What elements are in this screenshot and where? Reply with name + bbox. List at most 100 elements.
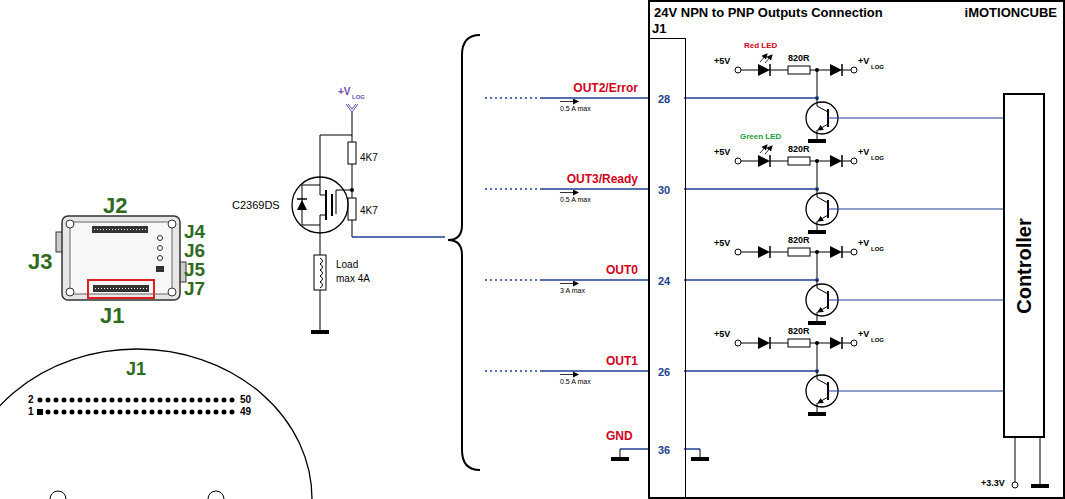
drive-board-illustration-part [158,246,163,251]
mosfet-circuit-part [320,215,326,255]
part-number: C2369DS [232,199,280,211]
pin-number: 49 [240,406,251,417]
mosfet-circuit-part [320,135,321,195]
output-channels [485,54,1003,414]
connector-name: J3 [28,250,52,274]
signal-name: OUT1 [606,355,638,368]
ground-pin-wiring-part [684,448,700,450]
pin-number: 36 [658,444,670,456]
connector-name: J5 [184,260,205,281]
load-rating: max 4A [336,273,370,284]
supply-name: +V [858,57,869,67]
mosfet-circuit-part [320,258,323,288]
supply-name: +V [858,330,869,340]
pin-number: 28 [658,93,670,105]
connector-name: J6 [184,241,205,262]
supply-name: +5V [714,148,730,158]
resistor-value: 820R [788,236,810,246]
mosfet-circuit-part [311,330,329,334]
connector-pinout-view-part [40,398,236,403]
mosfet-circuit-part [352,164,353,198]
resistor-value: 4K7 [360,205,378,216]
pin-number: 30 [658,184,670,196]
connector-name: J1 [652,22,666,36]
supply-subscript: LOG [871,64,884,71]
drive-board-illustration-part [156,266,164,272]
current-rating: 3 A max [560,287,585,295]
mosfet-circuit [292,104,445,332]
drive-board-illustration-part [168,220,176,228]
output-channels-part [485,337,1003,414]
current-rating: 0.5 A max [560,196,591,204]
pin-number: 1 [28,406,34,417]
supply-subscript: LOG [871,337,884,344]
connector-name: J4 [184,222,205,243]
pin-number: 50 [240,394,251,405]
ground-pin-wiring-part [611,457,629,461]
drive-board-illustration-part [92,226,148,233]
connector-name: J2 [103,194,127,218]
controller-supply-part [1015,436,1016,482]
mosfet-circuit-part [352,112,353,142]
supply-name: +V [858,148,869,158]
pin-number: 24 [658,275,670,287]
controller-supply-part [1012,482,1018,488]
connector-pinout-view-part [50,491,224,499]
ground-pin-wiring-part [620,448,648,450]
mosfet-circuit-part [320,195,326,196]
output-channels-part [485,64,1003,141]
controller-box: Controller [1003,93,1045,438]
drive-board-illustration-part [66,220,74,228]
supply-name: +V [858,239,869,249]
mosfet-circuit-part [352,220,353,237]
drive-housing: 24V NPN to PNP Outputs ConnectioniMOTION… [648,0,1065,499]
mosfet-circuit-part [302,185,320,225]
mosfet-circuit-part [314,255,326,290]
supply-subscript: LOG [871,155,884,162]
load-label: Load [336,259,358,270]
ground-pin-wiring-part [620,449,621,458]
drive-board-illustration-part [158,236,163,241]
connector-name: J7 [184,279,205,300]
ground-pin-wiring-part [691,457,709,461]
signal-name: OUT0 [606,264,638,277]
connector-pinout-view-part [48,410,236,415]
resistor-value: 820R [788,327,810,337]
drive-board-illustration [56,216,186,300]
ground-name: GND [606,430,633,443]
device-name: iMOTIONCUBE [965,6,1057,20]
signal-name: OUT3/Ready [567,173,638,186]
connector-name: J1 [126,360,146,380]
mosfet-circuit-part [320,290,321,330]
mosfet-circuit-part [348,142,356,164]
supply-name: +5V [714,330,730,340]
mosfet-circuit-part [352,236,445,238]
drive-board-illustration-part [93,285,149,292]
resistor-value: 820R [788,54,810,64]
drive-board-illustration-part [70,222,172,294]
drive-board-illustration-part [95,288,147,289]
output-channels-part [485,155,1003,232]
connector-name: J1 [100,304,124,328]
pin-number: 2 [28,394,34,405]
supply-name: +5V [714,57,730,67]
controller-supply-part [1040,436,1041,484]
drive-board-illustration-part [88,280,154,298]
supply-name: +3.3V [981,479,1005,489]
supply-name: +5V [714,239,730,249]
mosfet-circuit-part [297,198,307,200]
current-rating: 0.5 A max [560,105,591,113]
drive-board-illustration-part [94,229,146,230]
resistor-value: 820R [788,145,810,155]
brace-part [448,35,480,470]
mosfet-circuit-part [348,198,356,220]
drive-board-illustration-part [168,288,176,296]
output-channels-part [760,54,772,63]
current-rating: 0.5 A max [560,378,591,386]
mosfet-circuit-part [320,135,352,136]
connector-pinout-view-part [0,349,312,499]
connector-pinout-view [0,349,312,499]
drive-board-illustration-part [62,216,180,300]
supply-name: +V [338,86,351,97]
